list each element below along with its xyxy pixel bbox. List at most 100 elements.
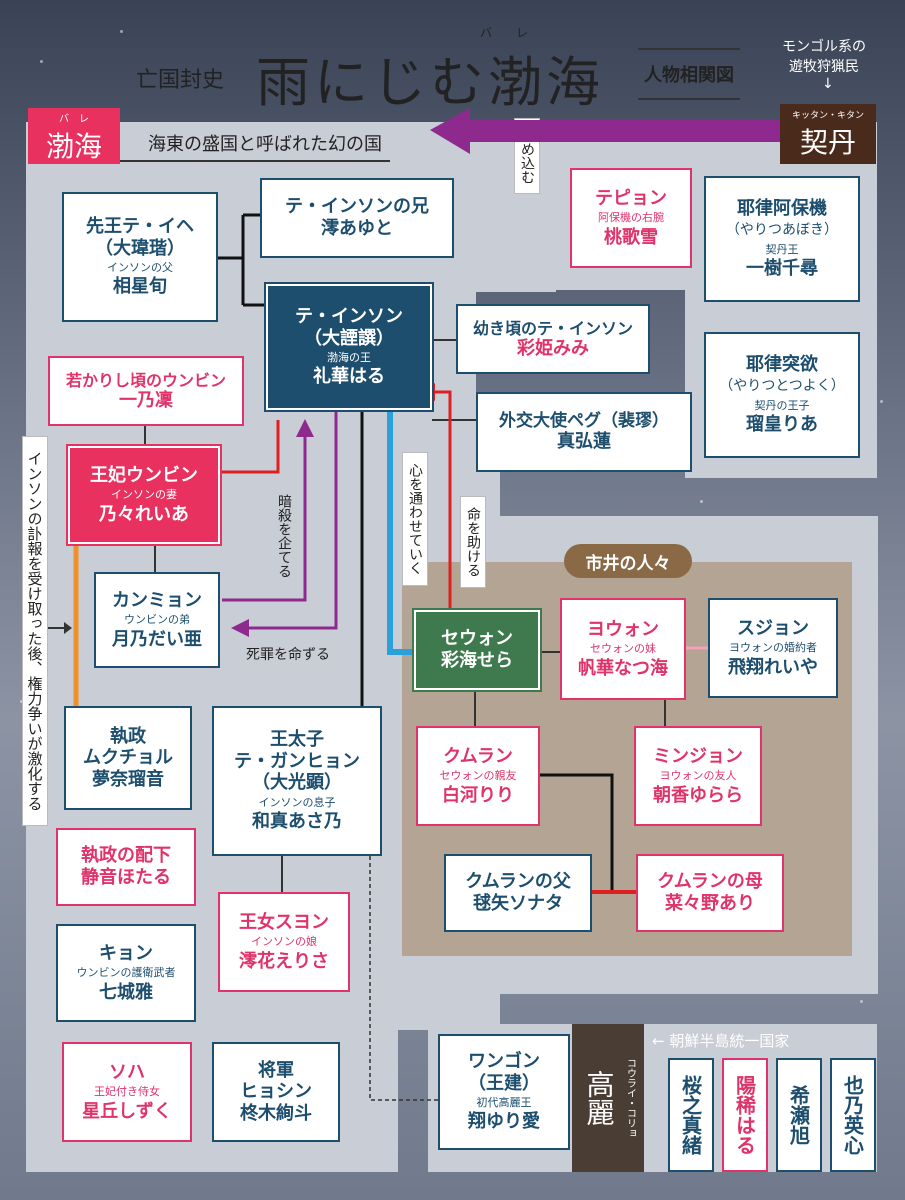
card-wanggon[interactable]: ワンゴン （王建） 初代高麗王 翔ゆり愛 bbox=[438, 1034, 570, 1150]
goryeo-note: ← 朝鮮半島統一国家 bbox=[652, 1032, 790, 1050]
actor: 和真あさ乃 bbox=[252, 811, 342, 833]
actor: 翔ゆり愛 bbox=[468, 1111, 540, 1133]
role: 耶律阿保機 bbox=[737, 198, 827, 220]
relation: 契丹王 bbox=[765, 242, 799, 256]
role: ソハ bbox=[109, 1061, 145, 1083]
role: スジョン bbox=[737, 617, 809, 639]
khitan-ruby: キッタン・キタン bbox=[791, 111, 864, 121]
role-kanji: （大光顕） bbox=[252, 772, 342, 794]
role: キョン bbox=[99, 942, 153, 964]
actor: 桃歌雪 bbox=[604, 226, 658, 248]
goryeo-member-4[interactable]: 也乃英心 bbox=[830, 1058, 876, 1172]
actor: 相星旬 bbox=[113, 276, 167, 298]
card-abaoji[interactable]: 耶律阿保機 （やりつあぼき） 契丹王 一樹千尋 bbox=[704, 176, 860, 302]
card-king-father[interactable]: 先王テ・イヘ （大瑋瑎） インソンの父 相星旬 bbox=[62, 192, 218, 322]
balhae-underline bbox=[120, 160, 390, 162]
actor: 帆華なつ海 bbox=[578, 657, 668, 679]
role-name: ムクチョル bbox=[83, 747, 173, 769]
actor: 澪あゆと bbox=[321, 218, 393, 239]
relation: 初代高麗王 bbox=[476, 1096, 532, 1110]
relation: インソンの父 bbox=[107, 261, 173, 275]
actor: 彩海せら bbox=[441, 650, 513, 671]
relation: 王妃付き侍女 bbox=[94, 1085, 160, 1099]
card-muk[interactable]: 執政 ムクチョル 夢奈瑠音 bbox=[64, 706, 192, 810]
role: 王女スヨン bbox=[239, 911, 329, 933]
actor: 一樹千尋 bbox=[746, 257, 818, 279]
actor: 静音ほたる bbox=[81, 867, 171, 888]
card-kanmyon[interactable]: カンミョン ウンビンの弟 月乃だい亜 bbox=[94, 572, 220, 668]
role: 外交大使ペグ（裴璆） bbox=[499, 411, 669, 431]
relation: 阿保機の右腕 bbox=[598, 211, 664, 225]
goryeo-member-3[interactable]: 希瀬旭 bbox=[776, 1058, 822, 1172]
heart-label: 心を通わせていく bbox=[402, 452, 428, 586]
card-insun[interactable]: テ・インソン （大諲譔） 渤海の王 礼華はる bbox=[264, 282, 434, 412]
role: クムラン bbox=[443, 745, 513, 767]
card-yowon[interactable]: ヨウォン セウォンの妹 帆華なつ海 bbox=[560, 598, 686, 700]
card-kumran-mother[interactable]: クムランの母 菜々野あり bbox=[636, 854, 784, 932]
card-prince[interactable]: 王太子 テ・ガンヒョン （大光顕） インソンの息子 和真あさ乃 bbox=[212, 706, 382, 856]
mongol-note-2: 遊牧狩猟民 bbox=[789, 59, 859, 75]
relation: インソンの息子 bbox=[258, 796, 336, 809]
balhae-name: 渤海 bbox=[45, 130, 102, 163]
actor: 夢奈瑠音 bbox=[92, 768, 164, 790]
actor: 毬矢ソナタ bbox=[473, 893, 563, 914]
role: 幼き頃のテ・インソン bbox=[472, 318, 633, 338]
relation: ウンビンの護衛武者 bbox=[76, 966, 176, 980]
role: 王妃ウンビン bbox=[90, 464, 198, 486]
role: クムランの父 bbox=[465, 871, 571, 893]
khitan-name: 契丹 bbox=[799, 126, 856, 159]
actor: 白河りり bbox=[442, 784, 514, 806]
card-envoy[interactable]: 外交大使ペグ（裴璆） 真弘蓮 bbox=[476, 392, 692, 472]
role-reading: （やりつあぼき） bbox=[725, 222, 839, 238]
page-title: 雨にじむ渤海 bbox=[256, 51, 604, 114]
actor: 乃々れいあ bbox=[99, 503, 189, 525]
actor: 七城雅 bbox=[99, 981, 153, 1003]
power-struggle-label: インソンの訃報を受け取った後、権力争いが激化する bbox=[22, 436, 48, 826]
card-seon[interactable]: セウォン 彩海せら bbox=[412, 608, 542, 692]
card-muk-sub[interactable]: 執政の配下 静音ほたる bbox=[56, 828, 196, 906]
balhae-tag: バ レ 渤海 bbox=[28, 108, 120, 164]
card-kumran[interactable]: クムラン セウォンの親友 白河りり bbox=[416, 726, 540, 826]
role: 将軍 bbox=[258, 1059, 294, 1081]
khitan-tag: キッタン・キタン 契丹 bbox=[780, 104, 876, 164]
card-tepyon[interactable]: テピョン 阿保機の右腕 桃歌雪 bbox=[570, 168, 692, 268]
role: ヨウォン bbox=[587, 618, 659, 640]
role: ワンゴン bbox=[468, 1051, 540, 1073]
actor: 彩姫みみ bbox=[517, 337, 589, 359]
card-soha[interactable]: ソハ 王妃付き侍女 星丘しずく bbox=[62, 1042, 192, 1142]
actor: 朝香ゆらら bbox=[653, 784, 743, 806]
relation: ヨウォンの婚約者 bbox=[729, 641, 817, 655]
mongol-note-1: モンゴル系の bbox=[782, 39, 866, 55]
card-insun-brother[interactable]: テ・インソンの兄 澪あゆと bbox=[260, 178, 454, 258]
goryeo-member-1[interactable]: 桜之真緒 bbox=[668, 1058, 714, 1172]
relation: ヨウォンの友人 bbox=[659, 769, 737, 783]
series-title: 亡国封史 bbox=[136, 68, 225, 93]
role-kanji: （大諲譔） bbox=[304, 327, 394, 349]
card-tuyu[interactable]: 耶律突欲 （やりつとつよく） 契丹の王子 瑠皇りあ bbox=[704, 332, 860, 458]
card-minjon[interactable]: ミンジョン ヨウォンの友人 朝香ゆらら bbox=[634, 726, 762, 826]
role: クムランの母 bbox=[657, 871, 763, 893]
death-sentence-label: 死罪を命ずる bbox=[246, 647, 330, 663]
card-kumran-father[interactable]: クムランの父 毬矢ソナタ bbox=[444, 854, 592, 932]
role-kanji: （大瑋瑎） bbox=[95, 237, 185, 259]
role: カンミョン bbox=[112, 589, 202, 611]
card-unbin[interactable]: 王妃ウンビン インソンの妻 乃々れいあ bbox=[66, 444, 222, 546]
card-young-insun[interactable]: 幼き頃のテ・インソン 彩姫みみ bbox=[456, 304, 650, 374]
card-young-unbin[interactable]: 若かりし頃のウンビン 一乃凜 bbox=[48, 356, 244, 426]
arrow-down-icon: ↓ bbox=[822, 76, 834, 92]
actor: 星丘しずく bbox=[82, 1100, 172, 1122]
goryeo-member-2[interactable]: 陽稀はる bbox=[722, 1058, 768, 1172]
card-kyon[interactable]: キョン ウンビンの護衛武者 七城雅 bbox=[56, 924, 196, 1022]
relation: 渤海の王 bbox=[327, 351, 371, 365]
role: 執政 bbox=[110, 725, 146, 747]
role: 耶律突欲 bbox=[746, 354, 818, 376]
role: 執政の配下 bbox=[81, 845, 171, 867]
role: テ・インソンの兄 bbox=[285, 196, 429, 218]
card-suyon[interactable]: 王女スヨン インソンの娘 澪花えりさ bbox=[218, 892, 350, 992]
commoners-label: 市井の人々 bbox=[564, 544, 692, 578]
actor: 澪花えりさ bbox=[239, 950, 329, 972]
card-sujon[interactable]: スジョン ヨウォンの婚約者 飛翔れいや bbox=[708, 598, 838, 698]
actor: 飛翔れいや bbox=[728, 656, 818, 678]
card-general[interactable]: 将軍 ヒョシン 柊木絢斗 bbox=[212, 1042, 340, 1142]
role: セウォン bbox=[441, 628, 513, 650]
